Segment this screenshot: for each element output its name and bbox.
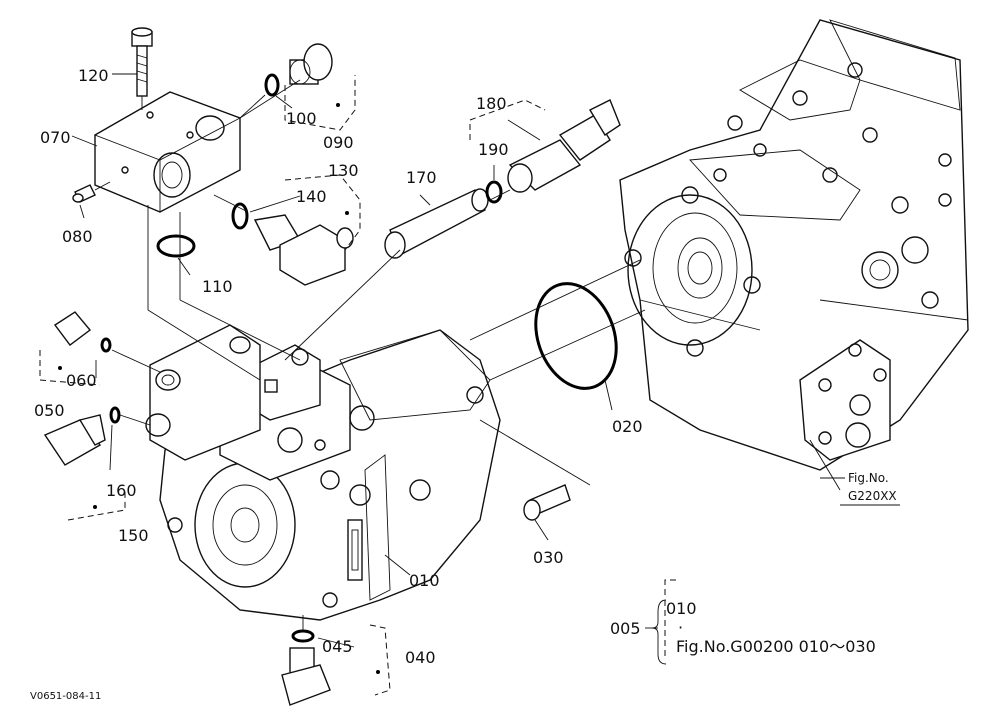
part-label-100: 100: [286, 109, 317, 128]
manifold-block-070: [93, 91, 242, 213]
part-label-120: 120: [78, 66, 109, 85]
part-label-030: 030: [533, 548, 564, 567]
figref-line1: Fig.No.: [848, 471, 889, 485]
bolt-120: [131, 27, 153, 110]
plug-090: [239, 43, 333, 119]
o-ring-020: [534, 282, 618, 390]
part-label-020: 020: [612, 417, 643, 436]
part-label-060: 060: [66, 371, 97, 390]
elbow-fitting-160: [43, 406, 151, 466]
hydraulic-pump-010: [159, 329, 501, 621]
elbow-fitting-130: [231, 202, 354, 286]
part-label-080: 080: [62, 227, 93, 246]
leader-lines: [147, 79, 841, 630]
plug-080: [72, 181, 111, 203]
figref-line2: G220XX: [848, 489, 897, 503]
fitting-040: [281, 629, 331, 706]
valve-block-050: [145, 324, 261, 461]
group-brackets: [39, 75, 680, 696]
part-label-045: 045: [322, 637, 353, 656]
part-label-070: 070: [40, 128, 71, 147]
o-ring-110: [156, 234, 196, 258]
part-label-130: 130: [328, 161, 359, 180]
fitting-180: [485, 99, 621, 204]
part-label-110: 110: [202, 277, 233, 296]
part-label-160: 160: [106, 481, 137, 500]
part-label-180: 180: [476, 94, 507, 113]
part-label-010: 010: [409, 571, 440, 590]
elbow-fitting-060: [53, 311, 161, 373]
assembly-last: Fig.No.G00200 010～030: [676, 637, 876, 656]
part-label-150: 150: [118, 526, 149, 545]
part-label-050: 050: [34, 401, 65, 420]
part-label-140: 140: [296, 187, 327, 206]
assembly-code: 005: [610, 619, 641, 638]
part-label-190: 190: [478, 140, 509, 159]
part-label-170: 170: [406, 168, 437, 187]
part-labels: 120 070 080 100 090 110 130 140 170 180 …: [34, 66, 643, 667]
assembly-first: 010: [666, 599, 697, 618]
part-label-090: 090: [323, 133, 354, 152]
bolt-030: [523, 484, 571, 521]
callout-lines: [71, 73, 900, 648]
drawing-number: V0651-084-11: [30, 691, 101, 702]
transmission-housing: [619, 19, 969, 471]
figure-reference: Fig.No. G220XX: [848, 471, 897, 503]
assembly-note: 005 010 · Fig.No.G00200 010～030: [610, 599, 876, 665]
pipe-170: [384, 188, 489, 259]
assembly-dot: ·: [678, 618, 683, 637]
part-label-040: 040: [405, 648, 436, 667]
